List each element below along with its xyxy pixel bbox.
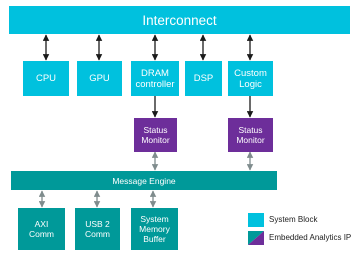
cpu-block: CPU bbox=[23, 61, 69, 96]
custom-logic-label: Custom Logic bbox=[234, 67, 267, 90]
system-memory-buffer-block: System Memory Buffer bbox=[131, 208, 178, 250]
status-monitor-left-label: Status Monitor bbox=[141, 125, 170, 145]
usb2-comm-block: USB 2 Comm bbox=[75, 208, 120, 250]
legend-embedded-analytics-label: Embedded Analytics IP bbox=[269, 233, 352, 242]
message-engine-bar: Message Engine bbox=[11, 171, 277, 190]
axi-comm-block: AXI Comm bbox=[18, 208, 65, 250]
dram-controller-block: DRAM controller bbox=[131, 61, 179, 96]
message-engine-label: Message Engine bbox=[112, 175, 176, 186]
legend-system-block-swatch bbox=[248, 213, 264, 227]
dsp-label: DSP bbox=[193, 73, 214, 84]
status-monitor-left: Status Monitor bbox=[134, 118, 177, 152]
legend-embedded-analytics-swatch bbox=[248, 231, 264, 245]
dsp-block: DSP bbox=[185, 61, 222, 96]
gpu-label: GPU bbox=[89, 73, 110, 84]
dram-controller-label: DRAM controller bbox=[135, 67, 175, 90]
status-monitor-right: Status Monitor bbox=[228, 118, 273, 152]
custom-logic-block: Custom Logic bbox=[228, 61, 273, 96]
usb2-comm-label: USB 2 Comm bbox=[84, 219, 111, 239]
interconnect-label: Interconnect bbox=[142, 12, 217, 28]
axi-comm-label: AXI Comm bbox=[28, 219, 55, 239]
system-memory-buffer-label: System Memory Buffer bbox=[139, 214, 170, 244]
status-monitor-right-label: Status Monitor bbox=[236, 125, 265, 145]
gpu-block: GPU bbox=[77, 61, 122, 96]
cpu-label: CPU bbox=[35, 73, 57, 84]
interconnect-bus: Interconnect bbox=[9, 6, 350, 34]
legend-system-block-label: System Block bbox=[269, 215, 318, 224]
